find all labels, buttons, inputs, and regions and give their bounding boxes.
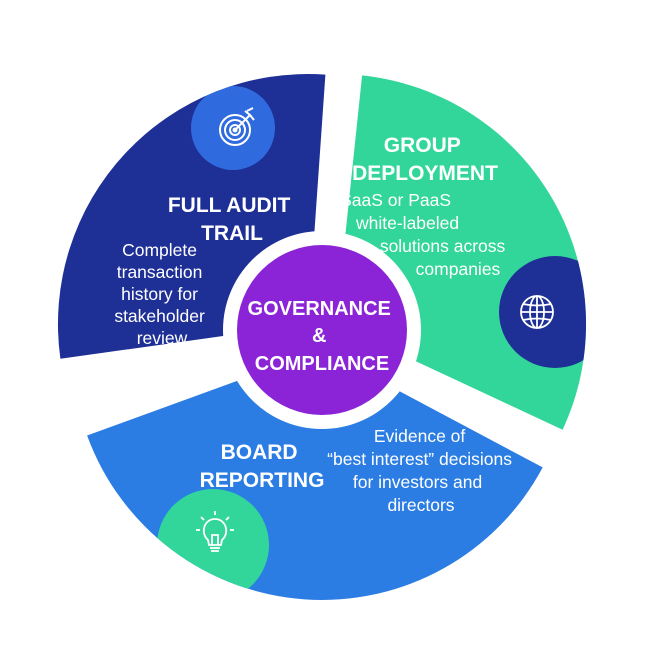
segment-board-reporting-description: Evidence of “best interest” decisions fo…	[327, 426, 517, 515]
target-icon-background	[191, 86, 275, 170]
globe-icon-background	[499, 256, 587, 368]
segment-group-deployment-title: GROUP DEPLOYMENT	[352, 134, 498, 185]
target-icon	[219, 107, 255, 146]
segment-full-audit-trail-title: FULL AUDIT TRAIL	[168, 194, 296, 245]
center-hub: GOVERNANCE & COMPLIANCE	[223, 231, 421, 429]
center-hub-title: GOVERNANCE & COMPLIANCE	[248, 298, 397, 375]
segment-group-deployment-description: SaaS or PaaS white-labeled solutions acr…	[340, 190, 510, 279]
segment-board-reporting-title: BOARD REPORTING	[200, 441, 325, 492]
center-hub-circle	[237, 245, 407, 415]
globe-icon	[520, 295, 554, 329]
lightbulb-icon	[196, 511, 234, 552]
segment-full-audit-trail-description: Complete transaction history for stakeho…	[114, 240, 209, 348]
